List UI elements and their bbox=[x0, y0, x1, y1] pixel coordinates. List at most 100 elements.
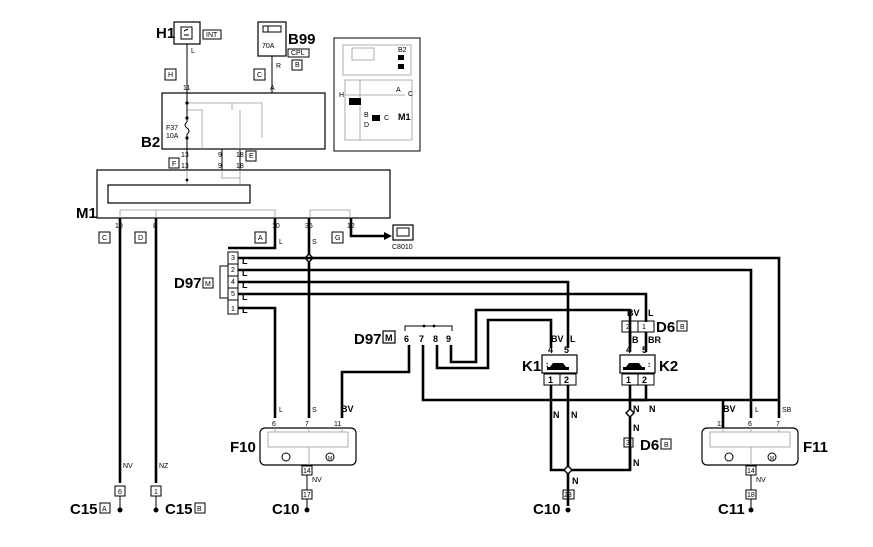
wire-label: L bbox=[242, 268, 248, 278]
diagnostic-socket: C8010 bbox=[349, 218, 414, 251]
k2-label: K2 bbox=[659, 358, 678, 375]
wire-label: SB bbox=[782, 407, 792, 414]
b99-label: B99 bbox=[288, 31, 316, 48]
pin: 4 bbox=[548, 345, 553, 355]
wire-label: N bbox=[571, 410, 578, 420]
locator-c2: C bbox=[408, 91, 413, 98]
connector-h: H bbox=[168, 72, 173, 79]
b2-label: B2 bbox=[141, 134, 160, 151]
pin: 6 bbox=[118, 489, 122, 496]
ground-c10-left: C10 bbox=[272, 501, 310, 518]
f10-light: 6 7 11 M F10 14 NV 17 bbox=[230, 421, 357, 500]
locator-h: H bbox=[339, 92, 344, 99]
d6-connector-upper: BV L 2 1 D6 B bbox=[621, 308, 688, 336]
pin: 1 bbox=[642, 324, 646, 331]
pin: 5 bbox=[642, 345, 647, 355]
wire-label: NV bbox=[756, 477, 766, 484]
wire-label: NV bbox=[123, 463, 133, 470]
f11-light: 11 6 7 M F11 14 NV 18 bbox=[701, 421, 828, 500]
pin: 23 bbox=[564, 492, 572, 499]
pin: 11 bbox=[183, 85, 190, 92]
pin: 13 bbox=[181, 152, 189, 159]
wire-label: B bbox=[632, 335, 639, 345]
pin: 17 bbox=[303, 492, 311, 499]
wire-label: N bbox=[633, 404, 640, 414]
m1-label: M1 bbox=[76, 205, 97, 222]
d97-label-2: D97 bbox=[354, 331, 382, 348]
pin: 1 bbox=[154, 489, 158, 496]
diag-label: C8010 bbox=[392, 244, 413, 251]
pin: 7 bbox=[776, 421, 780, 428]
k1-label: K1 bbox=[522, 358, 541, 375]
connector-e: E bbox=[249, 153, 254, 160]
h1-tag: INT bbox=[206, 32, 218, 39]
svg-text:M: M bbox=[328, 456, 332, 462]
wire-label: L bbox=[279, 407, 283, 414]
pin: 14 bbox=[303, 468, 311, 475]
ground-c11: C11 bbox=[718, 501, 754, 518]
b2-fuse: F37 bbox=[166, 125, 178, 132]
h1-switch: INT H1 bbox=[156, 21, 222, 45]
locator-m1: M1 bbox=[398, 112, 411, 122]
connector-g: G bbox=[335, 235, 340, 242]
b99-tag: CPL bbox=[291, 50, 305, 57]
wire-label: S bbox=[312, 407, 317, 414]
svg-text:↕: ↕ bbox=[545, 360, 549, 369]
pin: 3 bbox=[231, 255, 235, 262]
wire-label: BR bbox=[648, 335, 661, 345]
connector-b: B bbox=[295, 62, 300, 69]
pin: 7 bbox=[419, 334, 424, 344]
d97-label: D97 bbox=[174, 275, 202, 292]
wire-label: L bbox=[242, 305, 248, 315]
wire-label: S bbox=[312, 239, 317, 246]
wire-label: N bbox=[633, 423, 640, 433]
wire-label: L bbox=[755, 407, 759, 414]
d6-tag: B bbox=[680, 324, 685, 331]
pin: 4 bbox=[626, 345, 631, 355]
connector-f: F bbox=[172, 161, 176, 168]
c15-tag: A bbox=[102, 506, 107, 513]
pin: 1 bbox=[548, 375, 553, 385]
wire-label: N bbox=[633, 458, 640, 468]
d6-tag-2: B bbox=[664, 442, 669, 449]
pin: 11 bbox=[717, 421, 724, 428]
pin: 9 bbox=[446, 334, 451, 344]
connector-d: D bbox=[138, 235, 143, 242]
pin: 7 bbox=[305, 421, 309, 428]
f11-label: F11 bbox=[803, 439, 828, 456]
pin: 13 bbox=[181, 163, 189, 170]
k1-relay: 4 5 ↕ K1 1 2 bbox=[522, 345, 578, 386]
ground-c15-a: 6 C15 A bbox=[70, 485, 126, 518]
pin: 5 bbox=[231, 291, 235, 298]
b99-fuse: 70A B99 CPL B bbox=[257, 21, 316, 71]
wire-label: L bbox=[242, 256, 248, 266]
pin: 11 bbox=[334, 421, 341, 428]
d6-label-2: D6 bbox=[640, 437, 659, 454]
c11-label: C11 bbox=[718, 501, 745, 518]
m1-module: M1 bbox=[76, 169, 391, 222]
wire-label: BV bbox=[341, 404, 354, 414]
wire-label: N bbox=[649, 404, 656, 414]
pin: 2 bbox=[231, 267, 235, 274]
wire-label: R bbox=[276, 63, 281, 70]
b99-fuse-rating: 70A bbox=[262, 43, 275, 50]
connector-a: A bbox=[258, 235, 263, 242]
pin: 9 bbox=[218, 152, 222, 159]
wire-label: L bbox=[242, 280, 248, 290]
svg-text:↕: ↕ bbox=[647, 360, 651, 369]
locator-inset: B2 H B D C A C M1 bbox=[333, 37, 421, 152]
pin: 18 bbox=[747, 492, 755, 499]
b2-fuse-rating: 10A bbox=[166, 133, 179, 140]
wire-label: L bbox=[648, 308, 654, 318]
wire-label: N bbox=[553, 410, 560, 420]
pin: 6 bbox=[748, 421, 752, 428]
pin: 2 bbox=[564, 375, 569, 385]
wire-label: L bbox=[242, 292, 248, 302]
k2-relay: 4 5 ↕ K2 1 2 bbox=[619, 345, 678, 386]
wire-label: BV bbox=[551, 334, 564, 344]
pin: A bbox=[270, 85, 275, 92]
connector-c: C bbox=[257, 72, 262, 79]
locator-c: C bbox=[384, 115, 389, 122]
d97-tag-2: M bbox=[385, 333, 393, 343]
